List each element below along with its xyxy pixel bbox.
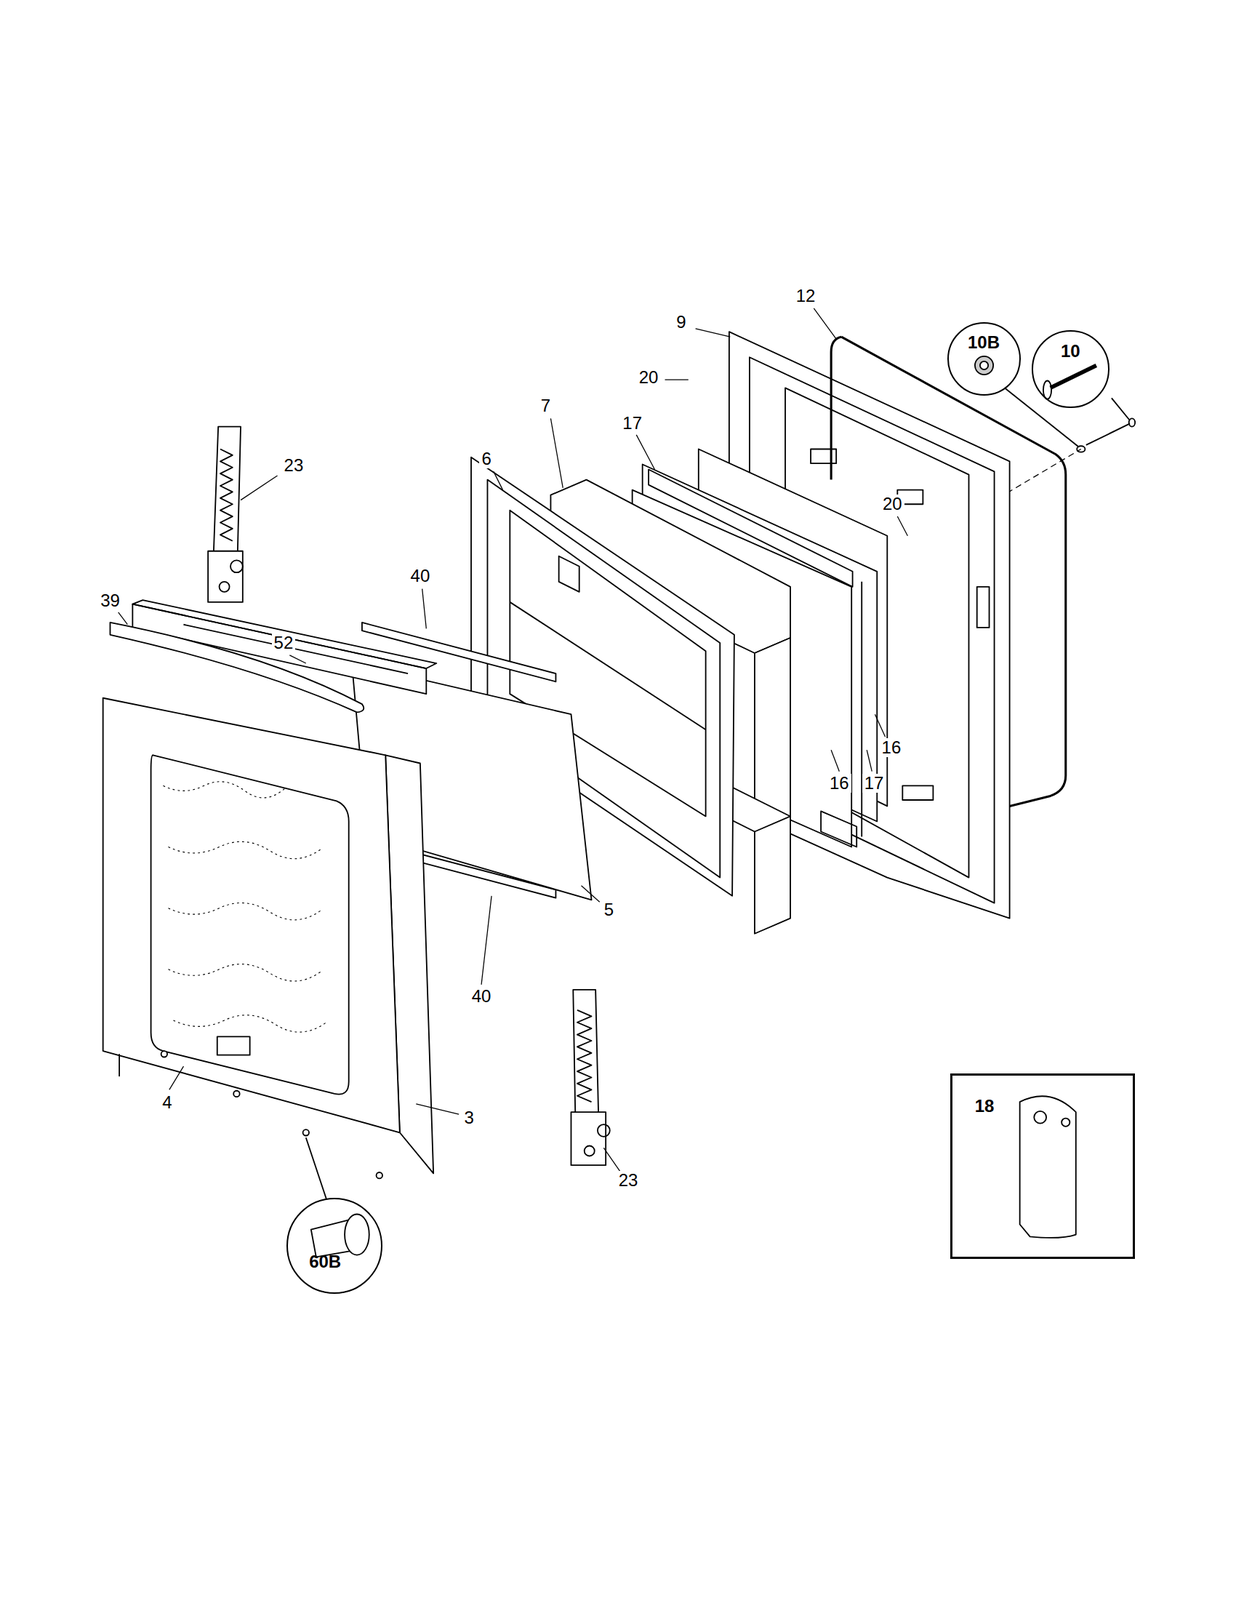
callout-number: 39 [98,591,123,611]
callout-number: 7 [538,396,553,416]
callout-number: 9 [673,312,688,332]
callout-number: 6 [479,449,493,469]
callout-number: 16 [827,773,852,793]
callout-number: 10 [1060,342,1081,360]
callout-number: 3 [462,1108,477,1127]
callout-number: 5 [602,900,616,920]
callout-number: 52 [271,633,296,653]
callout-number: 20 [636,367,661,387]
callout-number: 16 [879,737,904,757]
callout-number: 40 [408,566,433,586]
callout-number: 20 [880,494,905,514]
detail-circle: 10B [947,322,1021,396]
callout-number: 12 [793,286,818,306]
callout-number: 23 [282,455,307,475]
callout-number: 4 [159,1092,174,1112]
callout-number: 18 [974,1097,995,1115]
callout-number: 60B [309,1252,341,1271]
callout-number: 17 [620,413,645,433]
callout-number: 17 [862,773,887,793]
callout-number: 40 [469,986,494,1006]
detail-circle: 60B [286,1197,383,1294]
callout-number: 23 [616,1170,641,1190]
detail-circle: 10 [1031,330,1110,408]
detail-box: 18 [950,1073,1135,1259]
callout-number: 10B [967,333,1000,352]
